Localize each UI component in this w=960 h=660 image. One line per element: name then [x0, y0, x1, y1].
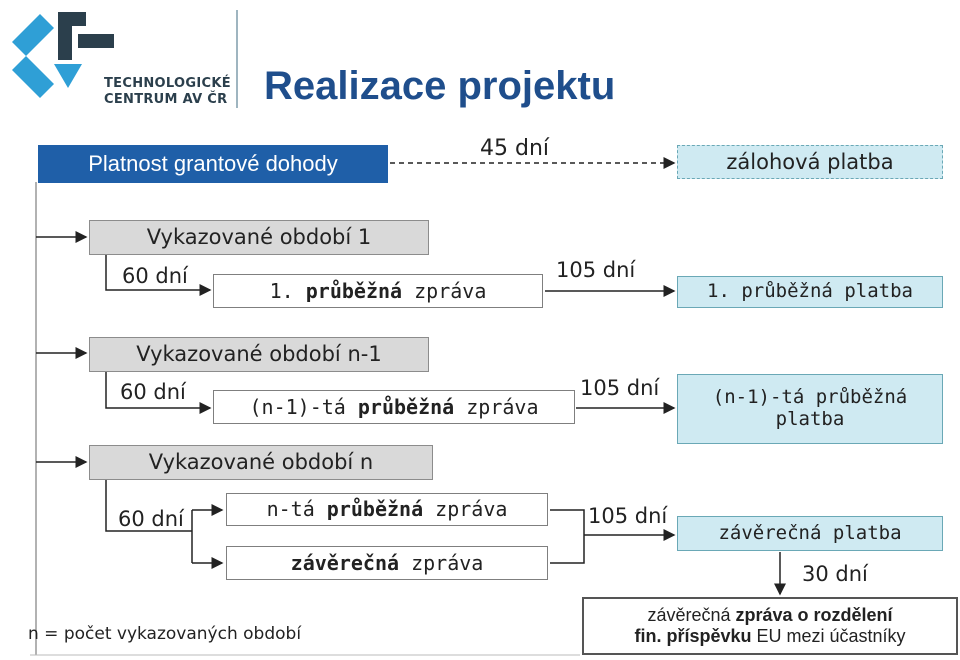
grant-agreement-label: Platnost grantové dohody [88, 151, 338, 177]
distribution-report-box: závěrečná zpráva o rozdělení fin. příspě… [582, 597, 958, 655]
payment-n1-label-line1: (n-1)-tá průběžná [712, 386, 908, 409]
distribution-report-line1: závěrečná zpráva o rozdělení [647, 605, 893, 626]
advance-payment-label: zálohová platba [726, 149, 894, 174]
period-n-box: Vykazované období n [89, 445, 433, 480]
report-1-label: 1. průběžná zpráva [269, 278, 487, 303]
footnote: n = počet vykazovaných období [28, 624, 302, 644]
final-payment-label: závěrečná platba [718, 521, 902, 544]
logo: TECHNOLOGICKÉ CENTRUM AV ČR [0, 0, 240, 112]
days-45-label: 45 dní [480, 136, 550, 161]
page-title: Realizace projektu [264, 64, 616, 108]
final-report-label: závěrečná zpráva [290, 550, 484, 575]
period-n1-days: 60 dní [120, 380, 186, 404]
report-n-box: n-tá průběžná zpráva [226, 493, 548, 526]
grant-agreement-box: Platnost grantové dohody [38, 145, 388, 183]
logo-mark-icon [12, 12, 114, 98]
payment-1-box: 1. průběžná platba [677, 276, 943, 308]
final-payment-box: závěrečná platba [677, 516, 943, 551]
period-n1-label: Vykazované období n-1 [136, 342, 382, 367]
period-n-label: Vykazované období n [148, 450, 374, 475]
period-n-days: 60 dní [118, 507, 184, 531]
payment-1-label: 1. průběžná platba [707, 280, 913, 303]
period-1-days2: 105 dní [556, 258, 636, 282]
payment-n1-box: (n-1)-tá průběžná platba [677, 374, 943, 444]
distribution-report-line2: fin. příspěvku EU mezi účastníky [634, 626, 906, 646]
period-n-days3: 30 dní [802, 562, 868, 586]
logo-text-line2: CENTRUM AV ČR [104, 92, 228, 107]
period-n1-box: Vykazované období n-1 [89, 337, 429, 372]
logo-divider [236, 10, 238, 108]
advance-payment-box: zálohová platba [677, 145, 943, 179]
report-1-box: 1. průběžná zpráva [213, 274, 543, 308]
report-n-label: n-tá průběžná zpráva [266, 497, 508, 521]
report-n1-label: (n-1)-tá průběžná zpráva [249, 394, 539, 419]
period-1-days: 60 dní [122, 264, 188, 288]
period-n1-days2: 105 dní [580, 376, 660, 400]
period-1-box: Vykazované období 1 [89, 220, 429, 255]
final-report-box: závěrečná zpráva [226, 546, 548, 580]
report-n1-box: (n-1)-tá průběžná zpráva [213, 390, 575, 424]
period-n-days2: 105 dní [588, 504, 668, 528]
payment-n1-label-line2: platba [775, 408, 845, 430]
logo-text-line1: TECHNOLOGICKÉ [104, 76, 231, 91]
period-1-label: Vykazované období 1 [146, 225, 372, 250]
